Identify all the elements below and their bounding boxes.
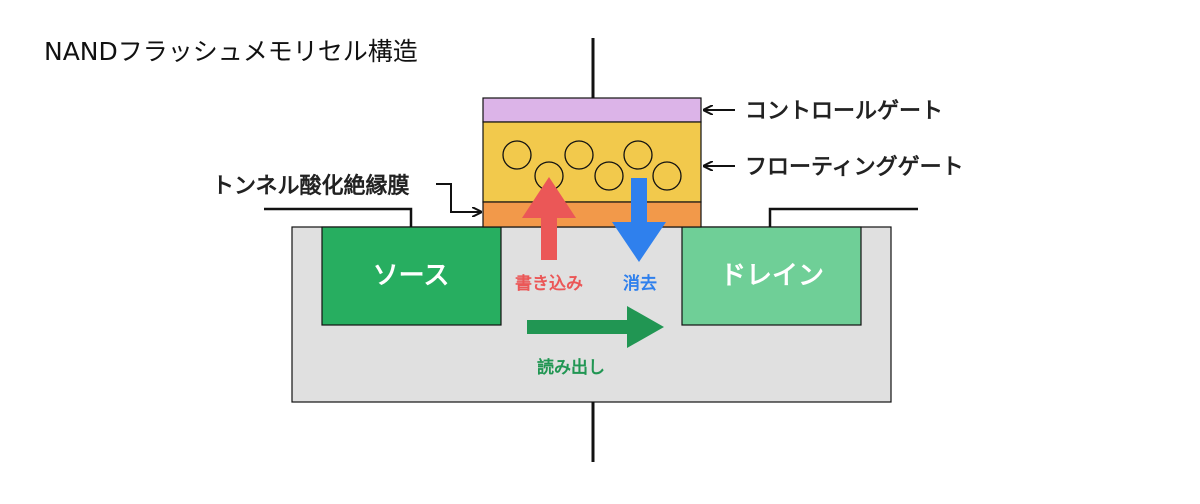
tunnel-oxide-pointer — [436, 183, 481, 212]
electron-icon — [623, 140, 653, 170]
read-arrow — [527, 306, 664, 348]
tunnel-oxide-label: トンネル酸化絶縁膜 — [212, 173, 410, 199]
drain-region — [681, 226, 862, 326]
source-label: ソース — [373, 261, 450, 291]
control-gate-label: コントロールゲート — [745, 99, 943, 124]
electron-icon — [594, 161, 624, 191]
electron-icon — [502, 140, 532, 170]
source-wire — [264, 207, 413, 227]
drain-wire — [768, 207, 918, 227]
floating-gate-label: フローティングゲート — [745, 154, 964, 180]
erase-arrow — [612, 178, 666, 262]
electron-icon — [652, 161, 682, 191]
erase-label: 消去 — [623, 273, 657, 294]
diagram-title: NANDフラッシュメモリセル構造 — [44, 37, 418, 66]
tunnel-oxide — [482, 201, 702, 228]
write-label: 書き込み — [515, 273, 583, 294]
read-label: 読み出し — [537, 357, 605, 378]
source-region — [321, 226, 502, 326]
control-gate — [482, 97, 702, 123]
drain-label: ドレイン — [720, 261, 824, 291]
write-arrow — [522, 177, 576, 260]
electron-icon — [564, 140, 594, 170]
